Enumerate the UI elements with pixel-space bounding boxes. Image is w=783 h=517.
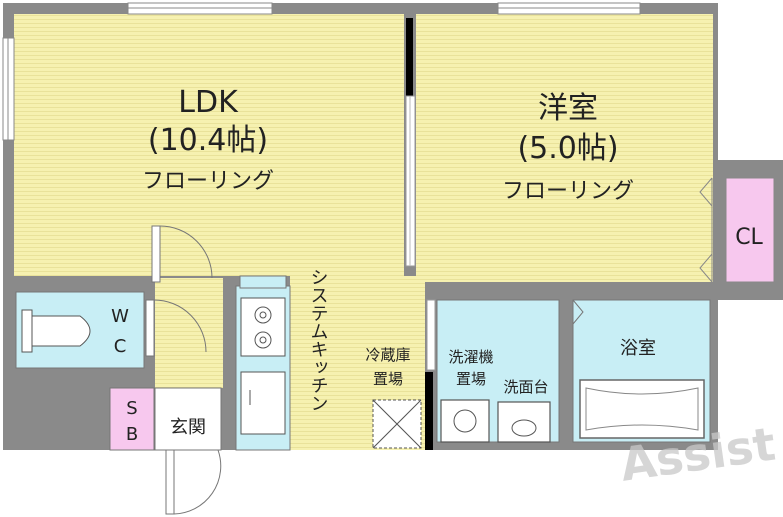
washbasin-label: 洗面台 <box>503 378 548 396</box>
washbasin-bowl <box>511 419 537 437</box>
storage-line1: S <box>126 398 137 419</box>
toilet-line1: W <box>111 306 129 327</box>
kitchen-hood <box>239 275 287 289</box>
storage-box <box>109 387 155 451</box>
toilet-line2: C <box>114 336 127 357</box>
washer-space <box>440 399 490 443</box>
burner-1-inner <box>259 311 267 319</box>
toilet-door-leaf <box>145 299 155 357</box>
toilet-bowl <box>31 315 91 347</box>
entrance-door-leaf <box>165 449 175 515</box>
ldk-size: (10.4帖) <box>148 123 268 158</box>
burner-2 <box>254 331 272 349</box>
closet-door-fold-top <box>699 177 713 207</box>
toilet-door-arc <box>153 299 207 353</box>
storage-line2: B <box>126 424 138 445</box>
entrance-door-arc <box>173 449 222 515</box>
stove <box>240 297 286 357</box>
closet-area <box>725 177 775 283</box>
western-room-floor-edge <box>700 170 712 282</box>
partition-door-black <box>406 18 413 96</box>
sink <box>240 371 286 435</box>
burner-2-inner <box>259 336 267 344</box>
ldk-floor <box>14 14 404 276</box>
closet-door-fold-bottom <box>699 253 713 283</box>
entrance-floor <box>154 387 222 451</box>
fridge-line2: 置場 <box>373 370 403 388</box>
western-floor-type: フローリング <box>502 179 634 204</box>
hall-door-arc <box>159 225 213 279</box>
entrance-label: 玄関 <box>170 417 206 438</box>
ldk-name: LDK <box>178 85 239 120</box>
hall-floor <box>155 278 223 388</box>
fridge-line1: 冷蔵庫 <box>365 346 410 364</box>
western-size: (5.0帖) <box>517 131 618 166</box>
washer-line2: 置場 <box>456 370 486 388</box>
western-name: 洋室 <box>538 91 598 126</box>
toilet-tank <box>21 309 33 353</box>
western-room-floor <box>416 14 713 282</box>
ldk-floor-type: フローリング <box>142 169 274 194</box>
kitchen-label: システムキッチン <box>308 268 329 412</box>
hall-door-leaf <box>151 225 161 283</box>
washer-drain <box>453 409 477 433</box>
washer-line1: 洗濯機 <box>448 348 493 366</box>
bath-door <box>572 299 584 325</box>
washroom-door <box>426 299 436 371</box>
fridge-x2 <box>372 399 422 449</box>
closet-label: CL <box>735 225 763 250</box>
washbasin <box>497 401 551 443</box>
burner-1 <box>254 306 272 324</box>
washroom-wall-black <box>425 372 433 450</box>
bathtub-inner <box>585 387 699 431</box>
bath-label: 浴室 <box>620 338 656 359</box>
